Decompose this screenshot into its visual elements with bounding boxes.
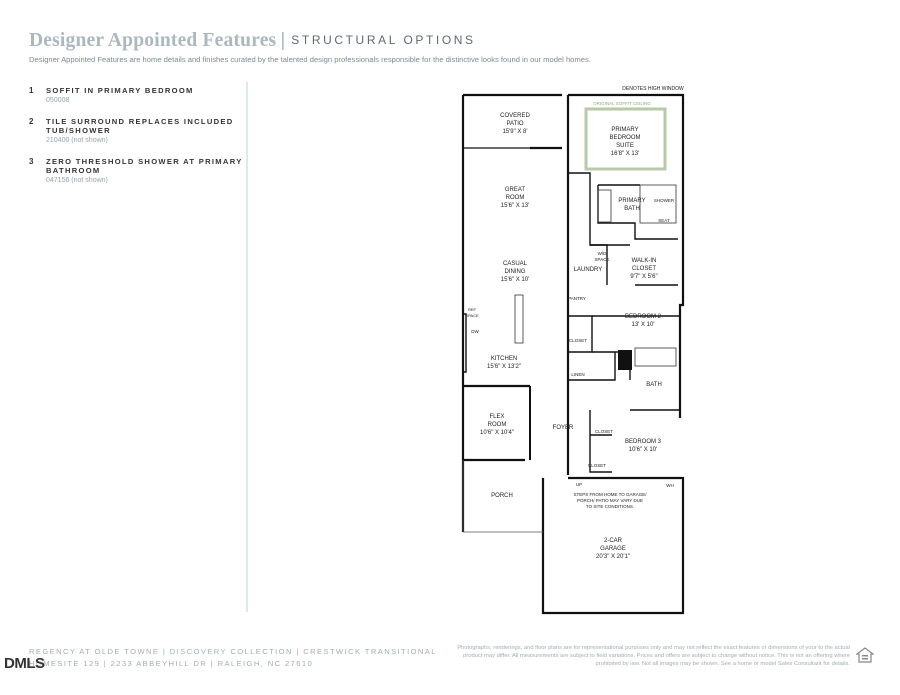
bedroom2-label: BEDROOM 2 [625,314,662,320]
floor-plan-svg: DENOTES HIGH WINDOW ORIGINAL SOFFIT CEIL… [461,86,685,615]
footer-address: REGENCY AT OLDE TOWNE | DISCOVERY COLLEC… [29,646,437,670]
great-room-label: GREAT [505,187,526,193]
primary-bath-label: PRIMARY [618,198,645,204]
covered-patio-label: COVERED [500,113,530,119]
kitchen-island [514,294,524,344]
bedroom2-dim: 13' X 10' [632,322,655,328]
mls-watermark: DMLS [4,655,45,672]
primary-suite-dim: 16'8" X 13' [611,151,639,157]
shower-label: SHOWER [654,198,675,203]
ref-space-label: SPACE [465,313,479,318]
primary-bath-label: BATH [624,206,640,212]
high-window-label: DENOTES HIGH WINDOW [622,86,684,92]
feature-number: 1 [29,86,34,95]
feature-item: 2 TILE SURROUND REPLACES INCLUDED TUB/SH… [29,117,239,144]
closet-label: CLOSET [595,429,613,434]
page-subtitle: STRUCTURAL OPTIONS [291,33,476,47]
soffit-label: ORIGINAL SOFFIT CEILING [593,101,651,106]
walkin-closet-dim: 9'7" X 5'6" [630,274,657,280]
title-divider: | [280,30,286,51]
closet-label: CLOSET [569,338,587,343]
page-title: Designer Appointed Features [29,30,277,51]
walkin-closet-label: CLOSET [632,266,656,272]
feature-item: 1 SOFFIT IN PRIMARY BEDROOM 050008 [29,86,239,104]
feature-list: 1 SOFFIT IN PRIMARY BEDROOM 050008 2 TIL… [29,86,241,197]
feature-number: 3 [29,157,34,166]
great-room-dim: 15'6" X 13' [501,203,529,209]
equal-housing-icon [856,647,874,663]
great-room-label: ROOM [506,195,525,201]
porch-label: PORCH [491,493,513,499]
garage-dim: 20'3" X 20'1" [596,554,630,560]
water-heater-label: WH [666,483,674,488]
casual-dining-label: CASUAL [503,261,528,267]
stair-block [618,350,632,370]
wd-space-label: W/D [598,251,607,256]
footer-community: REGENCY AT OLDE TOWNE | DISCOVERY COLLEC… [29,647,437,656]
flex-room-dim: 10'6" X 10'4" [480,430,514,436]
floor-plan: DENOTES HIGH WINDOW ORIGINAL SOFFIT CEIL… [440,80,710,620]
bath-tub-fixture [634,347,677,367]
up-label: UP [576,482,582,487]
feature-name: TILE SURROUND REPLACES INCLUDED TUB/SHOW… [46,117,234,135]
steps-note: TO SITE CONDITIONS. [586,504,634,509]
wd-space-label: SPACE [595,257,610,262]
kitchen-label: KITCHEN [491,356,517,362]
room-labels: DENOTES HIGH WINDOW ORIGINAL SOFFIT CEIL… [465,86,684,560]
steps-note: STEPS FROM HOME TO GARAGE/ [573,492,647,497]
page-description: Designer Appointed Features are home det… [29,55,591,64]
dw-label: DW [471,329,479,334]
closet-lower-label: CLOSET [588,463,606,468]
feature-code: 210400 (not shown) [46,137,108,144]
kitchen-dim: 15'6" X 13'2" [487,364,521,370]
primary-suite-label: BEDROOM [609,135,640,141]
linen-label: LINEN [571,372,584,377]
column-divider [246,82,248,612]
feature-code: 047156 (not shown) [46,177,108,184]
feature-name: ZERO THRESHOLD SHOWER AT PRIMARY BATHROO… [46,157,243,175]
page-header: Designer Appointed Features| STRUCTURAL O… [29,30,476,52]
garage-label: GARAGE [600,546,626,552]
flex-room-label: ROOM [488,422,507,428]
casual-dining-dim: 15'6" X 10' [501,277,529,283]
pantry-label: PANTRY [568,296,586,301]
seat-label: SEAT [658,218,670,223]
feature-number: 2 [29,117,34,126]
feature-item: 3 ZERO THRESHOLD SHOWER AT PRIMARY BATHR… [29,157,241,184]
primary-suite-label: SUITE [616,143,634,149]
bedroom3-dim: 10'6" X 10' [629,447,657,453]
ref-space-label: REF [468,307,477,312]
feature-code: 050008 [46,97,70,104]
covered-patio-label: PATIO [506,121,523,127]
steps-note: PORCH/ PATIO MAY VARY DUE [577,498,643,503]
soffit-outline [584,107,667,171]
primary-suite-label: PRIMARY [611,127,638,133]
casual-dining-label: DINING [505,269,526,275]
bedroom3-label: BEDROOM 3 [625,439,662,445]
walkin-closet-label: WALK-IN [632,258,657,264]
laundry-label: LAUNDRY [574,267,603,273]
covered-patio-dim: 15'9" X 8' [502,129,527,135]
garage-label: 2-CAR [604,538,623,544]
tub-fixture [597,189,612,223]
bath-label: BATH [646,382,662,388]
shower-fixture [639,184,677,224]
foyer-label: FOYER [553,425,574,431]
footer-homesite: HOMESITE 129 | 2233 ABBEYHILL DR | RALEI… [29,659,314,668]
disclaimer-text: Photographs, renderings, and floor plans… [457,645,850,667]
feature-name: SOFFIT IN PRIMARY BEDROOM [46,86,194,95]
flex-room-label: FLEX [489,414,504,420]
